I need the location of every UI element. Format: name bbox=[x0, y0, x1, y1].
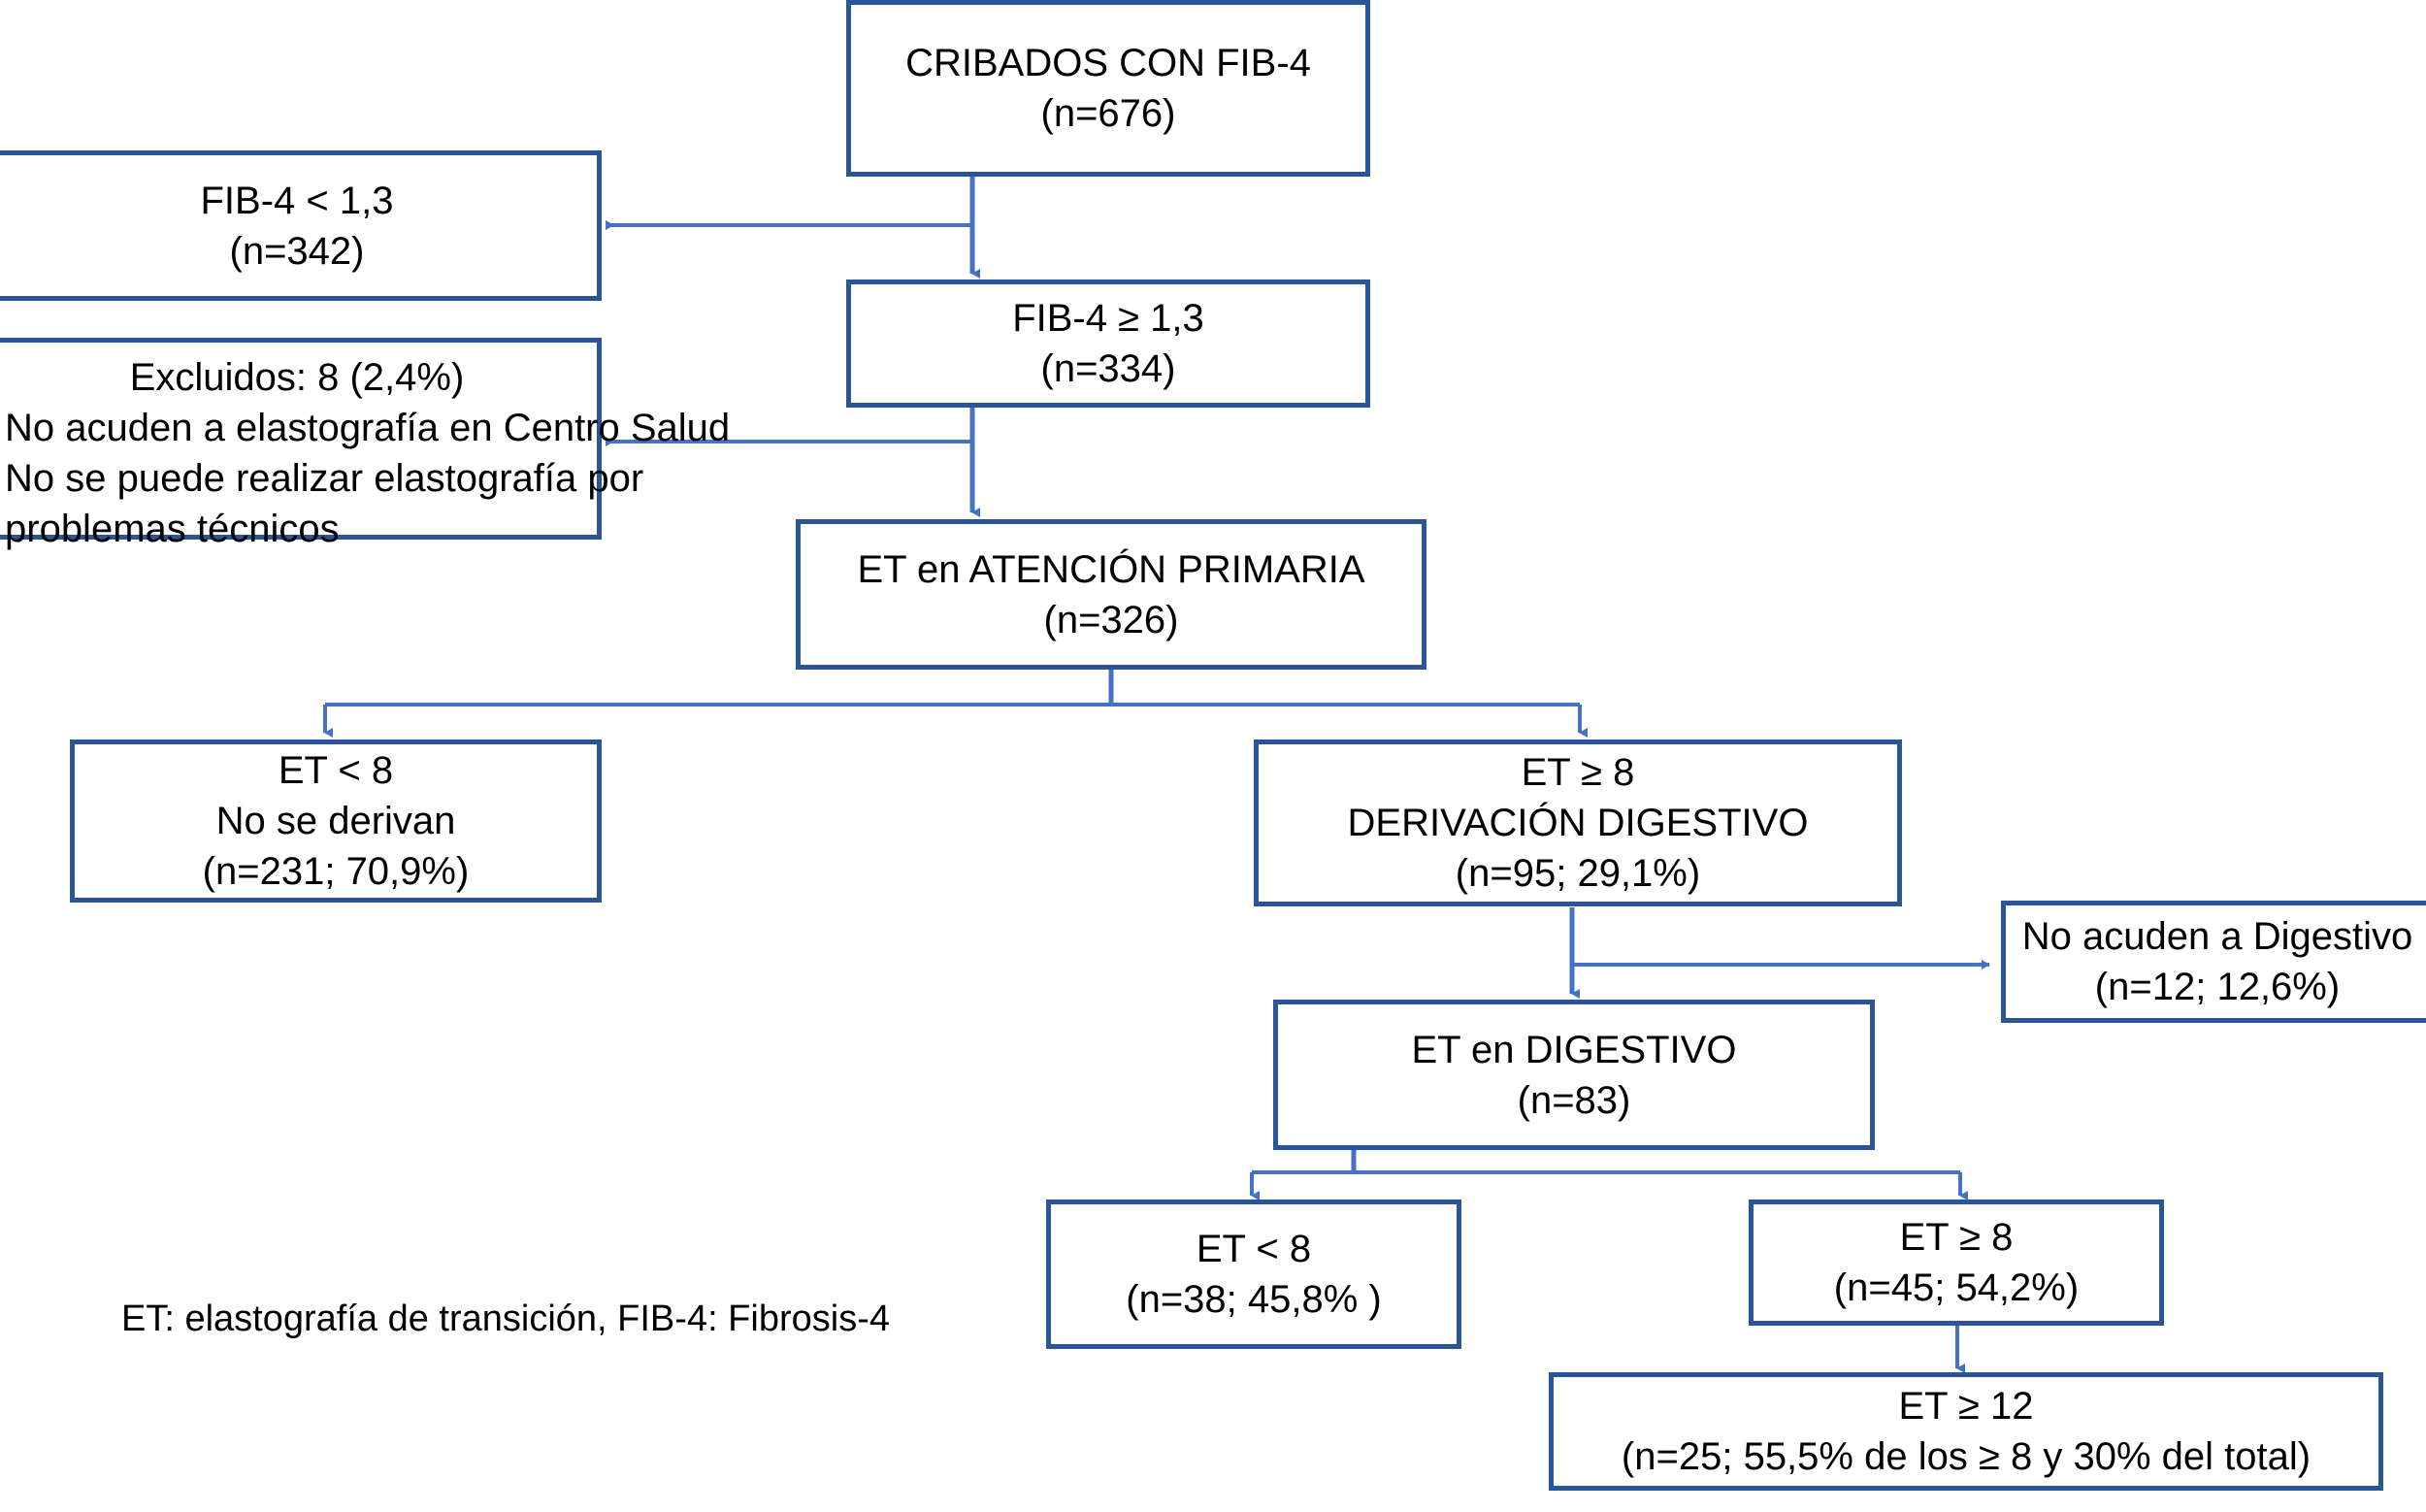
node-line: problemas técnicos bbox=[5, 508, 340, 550]
node-line: FIB-4 ≥ 1,3 bbox=[1012, 297, 1204, 340]
node-excluidos: Excluidos: 8 (2,4%) No acuden a elastogr… bbox=[0, 338, 731, 550]
node-line: (n=231; 70,9%) bbox=[202, 850, 470, 893]
node-line: ET < 8 bbox=[1196, 1228, 1312, 1270]
node-line: (n=38; 45,8% ) bbox=[1126, 1278, 1382, 1321]
node-line: ET ≥ 12 bbox=[1898, 1385, 2034, 1428]
node-line: Excluidos: 8 (2,4%) bbox=[129, 356, 465, 399]
diagram-legend: ET: elastografía de transición, FIB-4: F… bbox=[121, 1298, 890, 1339]
node-line: DERIVACIÓN DIGESTIVO bbox=[1347, 802, 1809, 844]
node-line: No se puede realizar elastografía por bbox=[5, 457, 644, 500]
node-fib4-mayor-igual-1-3: FIB-4 ≥ 1,3 (n=334) bbox=[846, 279, 1370, 408]
node-line: (n=12; 12,6%) bbox=[2094, 966, 2341, 1008]
node-et-menor-8-no-derivan: ET < 8 No se derivan (n=231; 70,9%) bbox=[70, 740, 602, 903]
node-line: ET ≥ 8 bbox=[1899, 1216, 2014, 1259]
node-line: (n=326) bbox=[1043, 598, 1179, 641]
node-et-mayor-igual-8-digestivo: ET ≥ 8 (n=45; 54,2%) bbox=[1749, 1200, 2164, 1326]
node-line: No acuden a elastografía en Centro Salud bbox=[5, 407, 731, 449]
node-fib4-menor-1-3: FIB-4 < 1,3 (n=342) bbox=[0, 150, 602, 301]
node-line: (n=342) bbox=[229, 229, 365, 273]
node-cribados-con-fib4: CRIBADOS CON FIB-4 (n=676) bbox=[846, 0, 1370, 177]
node-et-mayor-igual-12: ET ≥ 12 (n=25; 55,5% de los ≥ 8 y 30% de… bbox=[1549, 1372, 2383, 1491]
node-line: (n=95; 29,1%) bbox=[1455, 852, 1701, 895]
node-et-en-digestivo: ET en DIGESTIVO (n=83) bbox=[1273, 1000, 1875, 1150]
node-no-acuden-digestivo: No acuden a Digestivo (n=12; 12,6%) bbox=[2001, 901, 2426, 1023]
node-line: ET < 8 bbox=[278, 749, 394, 792]
node-line: ET en DIGESTIVO bbox=[1411, 1028, 1737, 1071]
node-line: No acuden a Digestivo bbox=[2021, 915, 2413, 958]
node-line: (n=25; 55,5% de los ≥ 8 y 30% del total) bbox=[1621, 1435, 2311, 1478]
node-line: (n=83) bbox=[1517, 1078, 1631, 1122]
node-et-menor-8-digestivo: ET < 8 (n=38; 45,8% ) bbox=[1046, 1200, 1461, 1349]
node-line: (n=45; 54,2%) bbox=[1833, 1266, 2080, 1309]
node-et-mayor-igual-8-derivacion: ET ≥ 8 DERIVACIÓN DIGESTIVO (n=95; 29,1%… bbox=[1254, 740, 1902, 906]
node-line: (n=334) bbox=[1040, 347, 1176, 390]
node-line: FIB-4 < 1,3 bbox=[200, 179, 394, 222]
node-et-atencion-primaria: ET en ATENCIÓN PRIMARIA (n=326) bbox=[796, 519, 1426, 670]
node-line: No se derivan bbox=[215, 800, 456, 842]
node-line: ET ≥ 8 bbox=[1521, 751, 1635, 794]
node-line: (n=676) bbox=[1040, 92, 1176, 135]
node-line: ET en ATENCIÓN PRIMARIA bbox=[857, 547, 1365, 591]
node-line: CRIBADOS CON FIB-4 bbox=[905, 42, 1311, 84]
